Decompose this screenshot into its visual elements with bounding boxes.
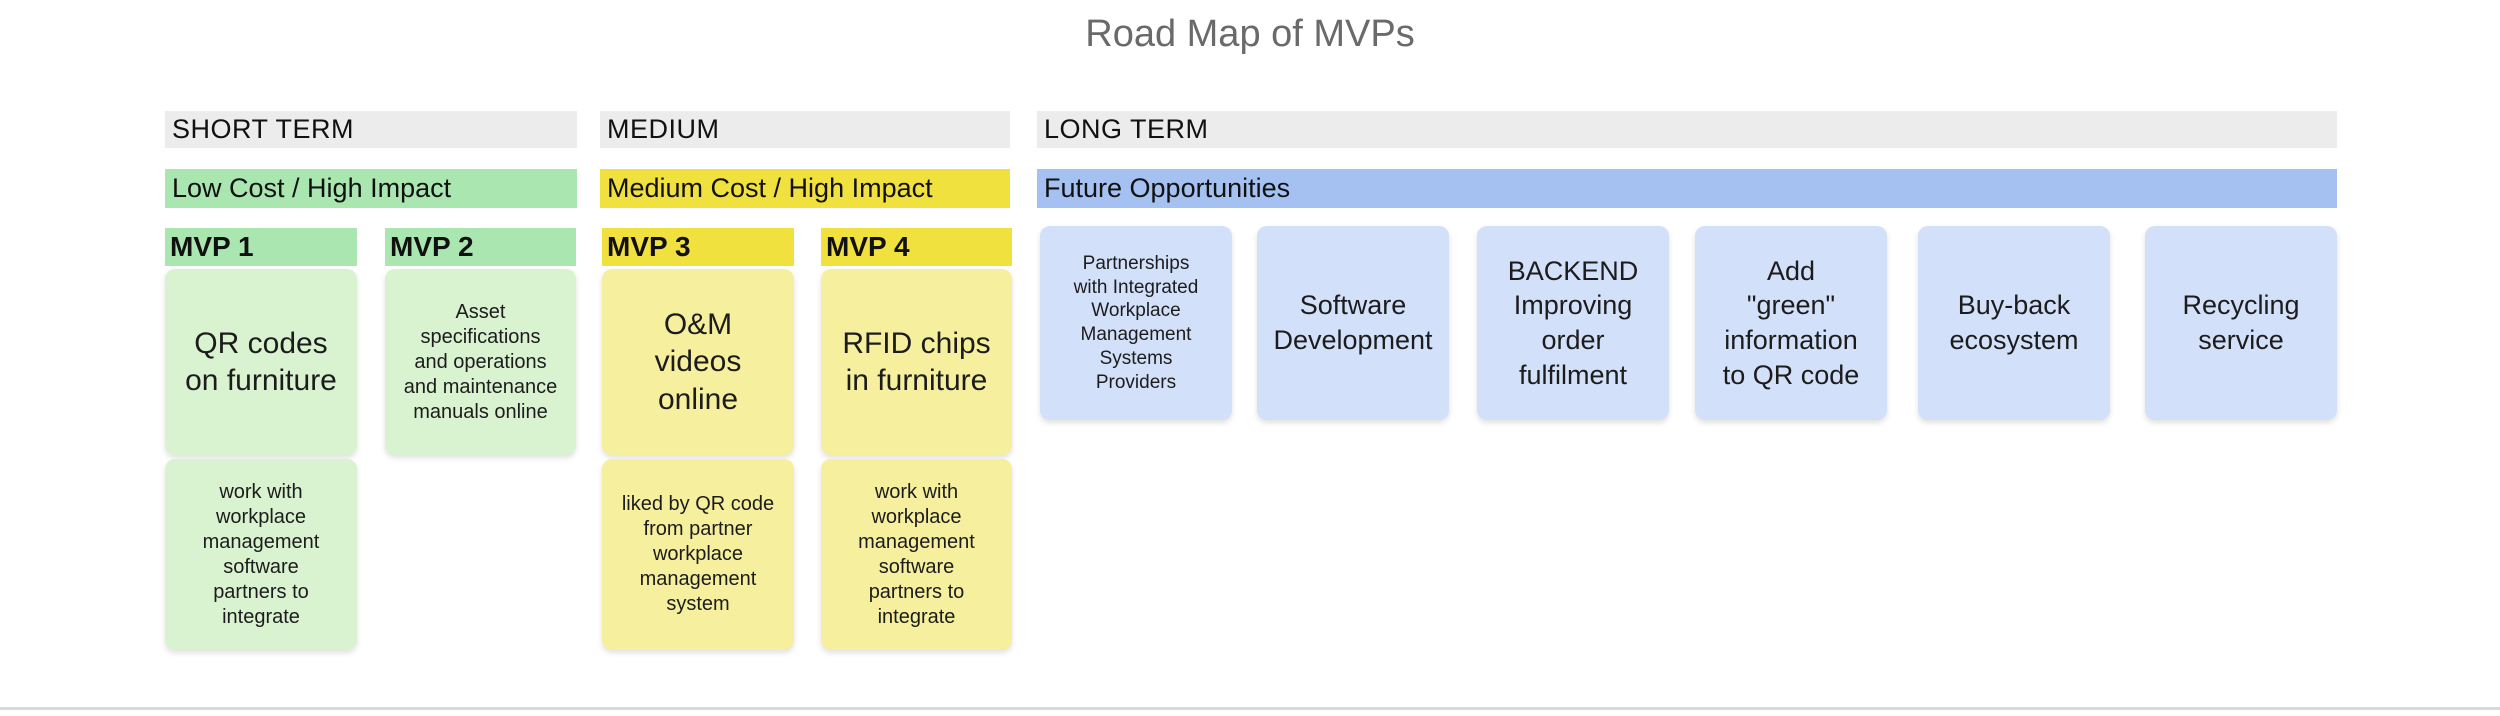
sticky-note-green-qr-info[interactable]: Add "green" information to QR code (1695, 226, 1887, 420)
sticky-note-recycling[interactable]: Recycling service (2145, 226, 2337, 420)
sticky-note-mvp2-main[interactable]: Asset specifications and operations and … (385, 269, 576, 455)
sticky-note-mvp3-sub[interactable]: liked by QR code from partner workplace … (602, 459, 794, 650)
section-header-long-term[interactable]: LONG TERM (1037, 111, 2337, 148)
mvp1-header[interactable]: MVP 1 (165, 228, 357, 266)
impact-bar-medium-cost[interactable]: Medium Cost / High Impact (600, 169, 1010, 208)
sticky-note-buy-back[interactable]: Buy-back ecosystem (1918, 226, 2110, 420)
bottom-divider (0, 707, 2500, 710)
sticky-note-mvp1-main[interactable]: QR codes on furniture (165, 269, 357, 455)
mvp4-header[interactable]: MVP 4 (821, 228, 1012, 266)
sticky-note-mvp4-main[interactable]: RFID chips in furniture (821, 269, 1012, 455)
mvp2-header[interactable]: MVP 2 (385, 228, 576, 266)
sticky-note-mvp3-main[interactable]: O&M videos online (602, 269, 794, 455)
sticky-note-mvp4-sub[interactable]: work with workplace management software … (821, 459, 1012, 650)
sticky-note-partnerships[interactable]: Partnerships with Integrated Workplace M… (1040, 226, 1232, 420)
sticky-note-mvp1-sub[interactable]: work with workplace management software … (165, 459, 357, 650)
mvp3-header[interactable]: MVP 3 (602, 228, 794, 266)
impact-bar-low-cost[interactable]: Low Cost / High Impact (165, 169, 577, 208)
sticky-note-software-development[interactable]: Software Development (1257, 226, 1449, 420)
section-header-short-term[interactable]: SHORT TERM (165, 111, 577, 148)
page-title[interactable]: Road Map of MVPs (1085, 13, 1415, 55)
impact-bar-future-opportunities[interactable]: Future Opportunities (1037, 169, 2337, 208)
sticky-note-backend-fulfilment[interactable]: BACKEND Improving order fulfilment (1477, 226, 1669, 420)
section-header-medium[interactable]: MEDIUM (600, 111, 1010, 148)
